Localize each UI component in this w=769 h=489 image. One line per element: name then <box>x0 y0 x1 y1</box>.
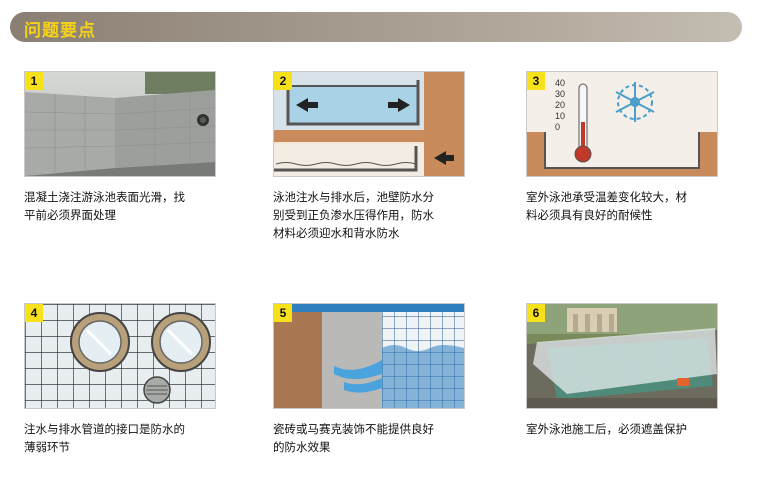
card-caption: 注水与排水管道的接口是防水的 薄弱环节 <box>24 422 185 454</box>
card-3: 3 40 30 20 10 0 室外泳池承受温差变 <box>526 71 718 224</box>
card-6: 6 室外泳池施工后，必须遮盖保护 <box>526 303 718 438</box>
thermometer-snowflake-diagram: 3 40 30 20 10 0 <box>526 71 718 177</box>
covered-pool-photo: 6 <box>526 303 718 409</box>
pool-inlet-tiles-illustration: 4 <box>24 303 216 409</box>
card-caption: 室外泳池承受温差变化较大，材 料必须具有良好的耐候性 <box>526 190 687 222</box>
card-5: 5 瓷砖或马赛克装饰不能提供良好 的防水效果 <box>273 303 465 456</box>
card-2: 2 泳池注水与排水后，池壁防水分 别受到正负渗水压得作用，防水 材料必须迎水和背… <box>273 71 465 242</box>
card-caption: 室外泳池施工后，必须遮盖保护 <box>526 422 687 436</box>
card-number: 1 <box>25 72 43 90</box>
section-header: 问题要点 <box>10 12 742 42</box>
thermometer-scale: 40 30 20 10 0 <box>555 78 566 132</box>
card-1: 1 混凝土浇注游泳池表面光滑，找 平前必须界面处理 <box>24 71 216 224</box>
card-4: 4 注水与排水管道的接口是防水的 薄弱环节 <box>24 303 216 456</box>
card-number: 6 <box>527 304 545 322</box>
tile-leak-illustration: 5 <box>273 303 465 409</box>
card-number: 3 <box>527 72 545 90</box>
water-pressure-diagram: 2 <box>273 71 465 177</box>
card-number: 2 <box>274 72 292 90</box>
card-caption: 混凝土浇注游泳池表面光滑，找 平前必须界面处理 <box>24 190 185 222</box>
section-title: 问题要点 <box>24 21 96 41</box>
card-number: 5 <box>274 304 292 322</box>
card-caption: 泳池注水与排水后，池壁防水分 别受到正负渗水压得作用，防水 材料必须迎水和背水防… <box>273 190 434 240</box>
card-caption: 瓷砖或马赛克装饰不能提供良好 的防水效果 <box>273 422 434 454</box>
card-number: 4 <box>25 304 43 322</box>
concrete-pool-photo: 1 <box>24 71 216 177</box>
